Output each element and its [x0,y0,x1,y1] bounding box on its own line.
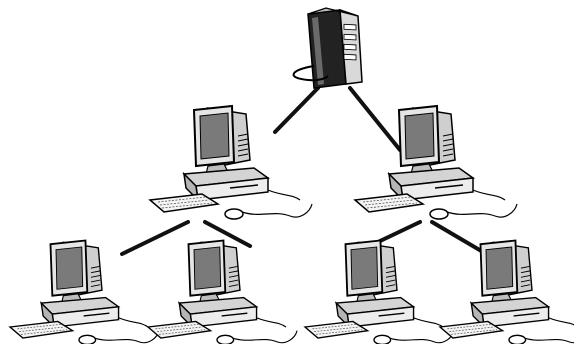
connection-line-server-to-pc-right [350,88,400,150]
connection-line-pc-right-to-pc-right-left [378,222,420,242]
connection-line-pc-left-to-pc-left-left [122,222,188,254]
server-tower-icon [294,8,362,88]
desktop-computer-icon [440,241,574,344]
desktop-computer-icon [305,241,454,344]
desktop-computer-icon [10,241,159,344]
desktop-computer-icon [148,241,297,344]
connection-line-server-to-pc-left [275,88,318,132]
desktop-computer-icon [150,106,312,219]
